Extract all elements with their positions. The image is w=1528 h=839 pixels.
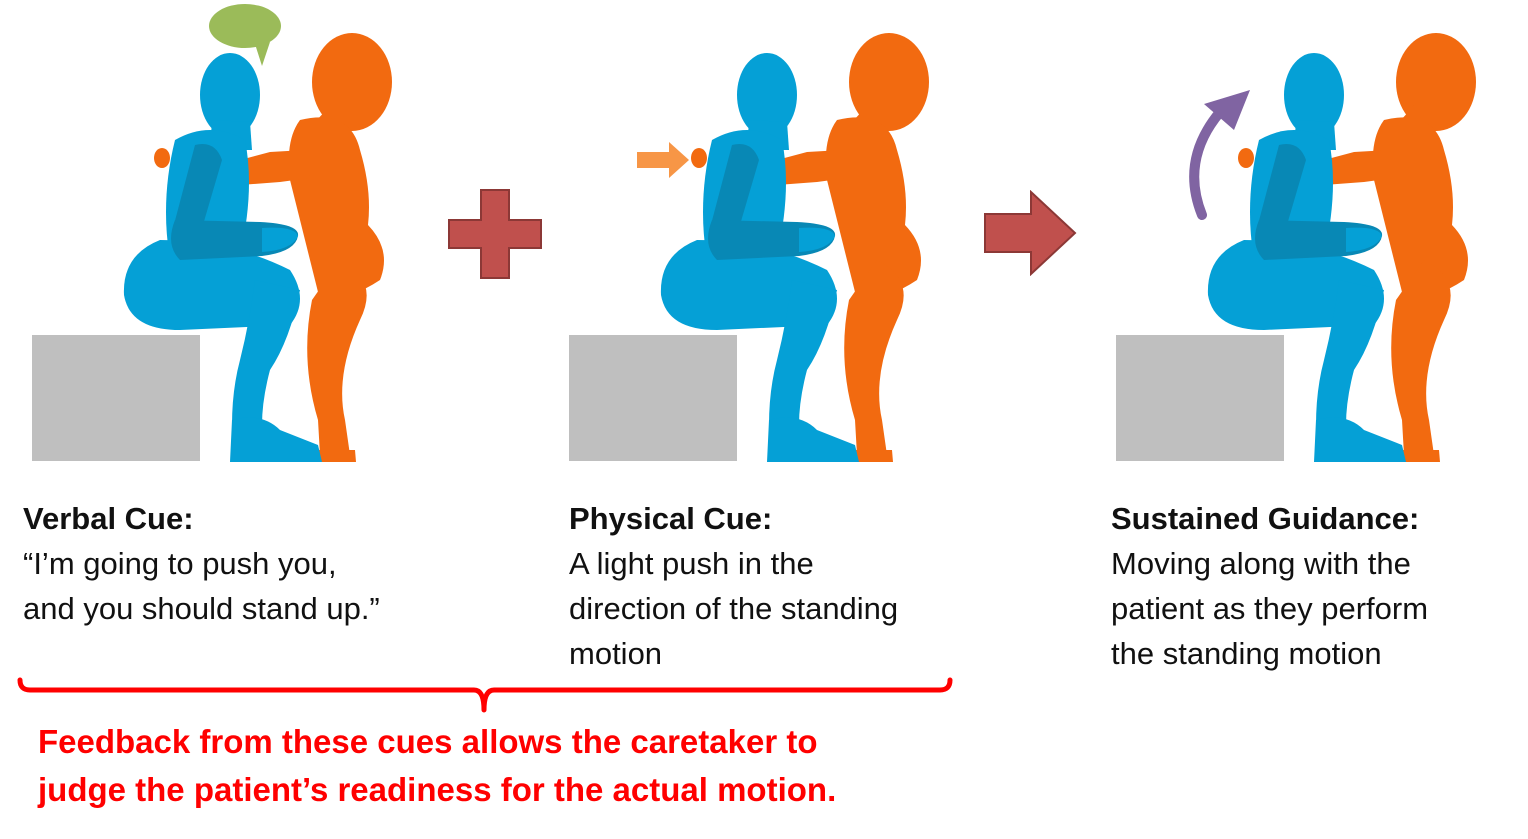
patient-caretaker-figures: [1116, 33, 1476, 462]
caption-line: Moving along with the: [1111, 546, 1411, 581]
caption-line: and you should stand up.”: [23, 591, 380, 626]
caption-line: “I’m going to push you,: [23, 546, 337, 581]
caption-verbal-cue: Verbal Cue: “I’m going to push you, and …: [23, 496, 380, 631]
patient-caretaker-figures: [32, 33, 392, 462]
arrow-right-icon: [984, 190, 1077, 276]
caption-physical-cue: Physical Cue: A light push in the direct…: [569, 496, 898, 676]
push-arrow-icon: [637, 142, 689, 178]
footer-line: Feedback from these cues allows the care…: [38, 723, 818, 760]
caption-line: patient as they perform: [1111, 591, 1429, 626]
footer-line: judge the patient’s readiness for the ac…: [38, 771, 837, 808]
plus-icon: [448, 189, 542, 279]
caption-title: Sustained Guidance:: [1111, 501, 1420, 536]
caption-line: A light push in the: [569, 546, 814, 581]
patient-caretaker-figures: [569, 33, 929, 462]
speech-bubble-icon: [209, 4, 281, 66]
caption-title: Verbal Cue:: [23, 501, 194, 536]
caption-sustained-guidance: Sustained Guidance: Moving along with th…: [1111, 496, 1428, 676]
scene-verbal-cue: [0, 0, 430, 470]
curved-arrow-icon: [1189, 90, 1250, 220]
scene-physical-cue: [537, 0, 967, 470]
caption-line: direction of the standing: [569, 591, 899, 626]
scene-sustained-guidance: [1084, 0, 1514, 470]
caption-line: the standing motion: [1111, 636, 1382, 671]
caption-title: Physical Cue:: [569, 501, 773, 536]
bracket: [17, 677, 953, 713]
caption-line: motion: [569, 636, 663, 671]
footer-note: Feedback from these cues allows the care…: [38, 718, 836, 814]
